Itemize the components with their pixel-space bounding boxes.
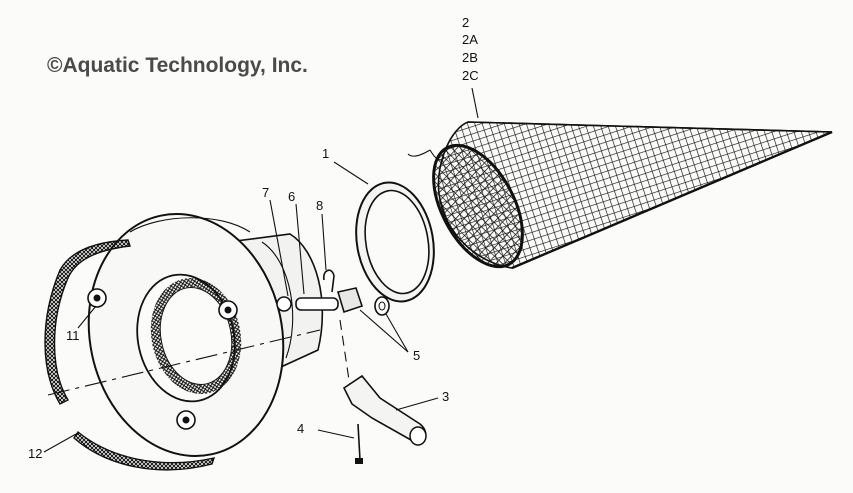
callout-labels: 1 2 2A 2B 2C 3 4 5 6 7 8 11 12 <box>28 15 479 461</box>
main-housing <box>87 213 324 457</box>
callout-11: 11 <box>66 328 80 343</box>
copyright-watermark: ©Aquatic Technology, Inc. <box>47 54 308 77</box>
callout-2b: 2B <box>462 50 478 65</box>
toothed-segment-upper <box>44 239 131 405</box>
callout-4: 4 <box>297 421 304 436</box>
latch-arm <box>342 374 427 446</box>
mesh-filter-basket <box>407 121 833 270</box>
center-axis-line <box>47 329 321 396</box>
retaining-clip <box>322 269 335 293</box>
callout-5: 5 <box>413 348 420 363</box>
callout-2a: 2A <box>462 32 478 47</box>
mounting-screw <box>355 423 363 464</box>
callout-1: 1 <box>322 146 329 161</box>
callout-12: 12 <box>28 446 42 461</box>
callout-8: 8 <box>316 198 323 213</box>
leader-lines <box>43 87 479 453</box>
callout-6: 6 <box>288 189 295 204</box>
callout-7: 7 <box>262 185 269 200</box>
toothed-segment-lower <box>73 430 216 471</box>
callout-2c: 2C <box>462 68 479 83</box>
gasket-ring <box>355 181 435 303</box>
callout-2: 2 <box>462 15 469 30</box>
pivot-pin-assembly <box>276 287 390 316</box>
callout-3: 3 <box>442 389 449 404</box>
